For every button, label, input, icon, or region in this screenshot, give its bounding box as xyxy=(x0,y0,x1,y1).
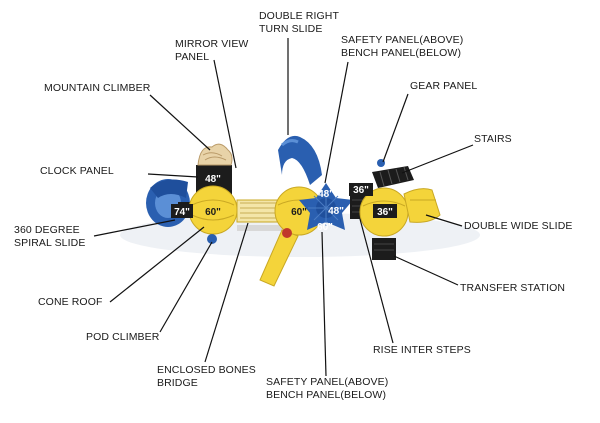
leader-safety-panel-bottom xyxy=(321,231,327,377)
label-clock-panel: CLOCK PANEL xyxy=(40,165,114,177)
dim-36-right: 36" xyxy=(377,207,393,218)
label-pod-climber: POD CLIMBER xyxy=(86,331,160,343)
label-safety-panel-top: SAFETY PANEL(ABOVE) BENCH PANEL(BELOW) xyxy=(341,34,463,60)
leader-mountain-climber xyxy=(149,94,211,151)
label-enclosed-bones-bridge: ENCLOSED BONES BRIDGE xyxy=(157,364,256,390)
dim-60-center: 60" xyxy=(291,207,307,218)
leader-stairs xyxy=(401,144,474,174)
dim-48-center-right: 48" xyxy=(328,206,344,217)
label-stairs: STAIRS xyxy=(474,133,512,145)
label-spiral-slide: 360 DEGREE SPIRAL SLIDE xyxy=(14,224,85,250)
center-hub-shape xyxy=(299,183,353,230)
label-line: SAFETY PANEL(ABOVE) xyxy=(341,34,464,46)
leader-gear-panel xyxy=(382,93,409,163)
leader-enclosed-bones-bridge xyxy=(204,222,249,363)
label-line: BENCH PANEL(BELOW) xyxy=(266,389,387,401)
label-safety-panel-bottom: SAFETY PANEL(ABOVE) BENCH PANEL(BELOW) xyxy=(266,376,388,402)
label-line: DOUBLE RIGHT xyxy=(259,10,339,22)
label-line: ENCLOSED BONES xyxy=(157,364,256,376)
label-line: BENCH PANEL(BELOW) xyxy=(341,47,462,59)
label-line: BRIDGE xyxy=(157,377,198,389)
dim-48-left: 48" xyxy=(205,174,221,185)
dim-60-left: 60" xyxy=(205,207,221,218)
leader-transfer-station xyxy=(393,255,459,286)
double-wide-slide-shape xyxy=(403,188,441,223)
leader-safety-panel-top xyxy=(324,61,349,184)
leader-pod-climber xyxy=(159,241,213,333)
label-gear-panel: GEAR PANEL xyxy=(410,80,478,92)
dim-48-center-top: 48" xyxy=(318,189,334,200)
label-line: PANEL xyxy=(175,51,210,63)
lower-yellow-slide-shape xyxy=(259,228,299,287)
leader-clock-panel xyxy=(147,173,199,178)
label-mountain-climber: MOUNTAIN CLIMBER xyxy=(44,82,151,94)
label-rise-inter-steps: RISE INTER STEPS xyxy=(373,344,471,356)
turn-slide-shape xyxy=(278,135,322,185)
dim-36-top: 36" xyxy=(353,185,369,196)
dim-74: 74" xyxy=(174,207,190,218)
leader-rise-inter-steps xyxy=(359,218,394,344)
label-double-right-turn-slide: DOUBLE RIGHT TURN SLIDE xyxy=(259,10,339,36)
label-line: TURN SLIDE xyxy=(259,23,323,35)
leader-spiral-slide xyxy=(93,219,176,237)
label-line: 360 DEGREE xyxy=(14,224,80,236)
label-mirror-view-panel: MIRROR VIEW PANEL xyxy=(175,38,248,64)
label-cone-roof: CONE ROOF xyxy=(38,296,103,308)
pod-climber-shape xyxy=(207,234,217,244)
label-line: SAFETY PANEL(ABOVE) xyxy=(266,376,389,388)
leader-lines xyxy=(93,38,474,377)
label-line: SPIRAL SLIDE xyxy=(14,237,86,249)
transfer-station-shape xyxy=(372,238,396,260)
leader-mirror-view-panel xyxy=(213,59,237,169)
dim-60-center-bottom: 60" xyxy=(317,222,333,233)
leader-double-wide-slide xyxy=(425,214,463,227)
dimension-markers: 48" 74" 60" 60" 48" 48" 60" 36" 36" xyxy=(171,171,397,233)
bones-bridge-shape xyxy=(236,199,284,231)
label-double-wide-slide: DOUBLE WIDE SLIDE xyxy=(464,220,573,232)
leader-cone-roof xyxy=(109,226,205,303)
stairs-shape xyxy=(372,159,414,188)
label-line: MIRROR VIEW xyxy=(175,38,249,50)
label-transfer-station: TRANSFER STATION xyxy=(460,282,566,294)
